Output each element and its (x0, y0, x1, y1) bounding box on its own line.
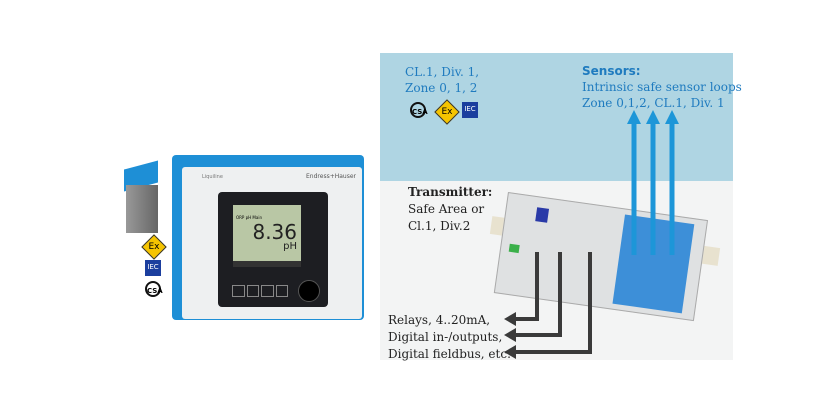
is-module (120, 160, 162, 235)
iec-logo: IEC (145, 260, 161, 276)
iec-logo-top: IEC (462, 102, 478, 118)
lcd-screen: ORP pH Main 8.36 pH (233, 205, 301, 267)
sensors-text: Sensors: Intrinsic safe sensor loops Zon… (582, 64, 742, 110)
navigator-knob[interactable] (298, 280, 320, 302)
transmitter-text: Transmitter: Safe Area or Cl.1, Div.2 (408, 185, 493, 233)
ph-reading: 8.36 (252, 220, 297, 244)
output-arrow-1 (514, 252, 539, 321)
output-arrow-3 (514, 252, 592, 354)
device-brand: Endress+Hauser (306, 173, 356, 180)
softkeys[interactable] (232, 285, 288, 297)
hazard-classification: CL.1, Div. 1, Zone 0, 1, 2 (405, 65, 480, 95)
device-model: Liquiline (202, 174, 223, 180)
outputs-text: Relays, 4..20mA, Digital in-/outputs, Di… (388, 313, 511, 361)
transmitter-device: Liquiline Endress+Hauser ORP pH Main 8.3… (172, 155, 364, 320)
csa-logo-top: CSA (410, 102, 428, 118)
output-arrow-2 (514, 252, 562, 337)
front-panel: ORP pH Main 8.36 pH (218, 192, 328, 307)
csa-logo: CSA (145, 281, 163, 297)
